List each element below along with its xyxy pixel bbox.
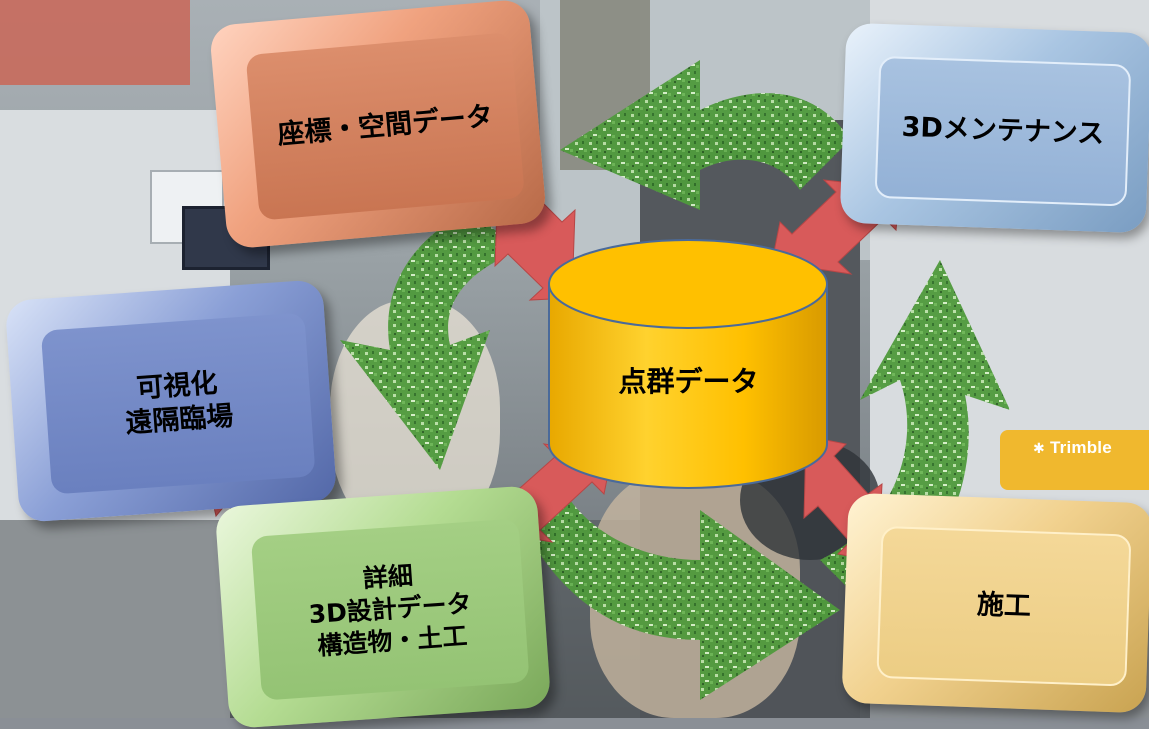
point-cloud-database-icon (548, 239, 828, 489)
node-maintenance: 3Dメンテナンス (839, 22, 1149, 234)
cycle-arrow-right (820, 260, 1010, 610)
node-maintenance-label: 3Dメンテナンス (901, 111, 1105, 150)
node-design: 詳細 3D設計データ 構造物・土工 (214, 485, 552, 729)
trimble-logo-icon: ✱ (1033, 441, 1045, 457)
node-coordinates-face: 座標・空間データ (245, 32, 525, 221)
node-visualization: 可視化 遠隔臨場 (4, 279, 338, 523)
node-visualization-label-line2: 遠隔臨場 (124, 400, 235, 440)
node-construction-face: 施工 (876, 525, 1132, 687)
node-coordinates: 座標・空間データ (208, 0, 548, 250)
node-maintenance-face: 3Dメンテナンス (874, 55, 1132, 207)
node-coordinates-label: 座標・空間データ (276, 101, 495, 151)
node-design-label-line1: 詳細 (361, 560, 414, 594)
node-visualization-face: 可視化 遠隔臨場 (40, 312, 316, 495)
cycle-arrow-left (340, 210, 520, 470)
brand-mark-text: Trimble (1050, 438, 1112, 457)
cycle-arrow-bottom (520, 500, 840, 700)
node-construction-label: 施工 (976, 589, 1032, 623)
cycle-arrow-top (560, 60, 850, 210)
background-red-banner (0, 0, 190, 85)
node-design-face: 詳細 3D設計データ 構造物・土工 (250, 518, 530, 701)
center-label: 点群データ (618, 365, 759, 398)
background-device-case (1000, 430, 1149, 490)
node-construction: 施工 (841, 492, 1149, 714)
node-visualization-label-line1: 可視化 (135, 367, 219, 405)
